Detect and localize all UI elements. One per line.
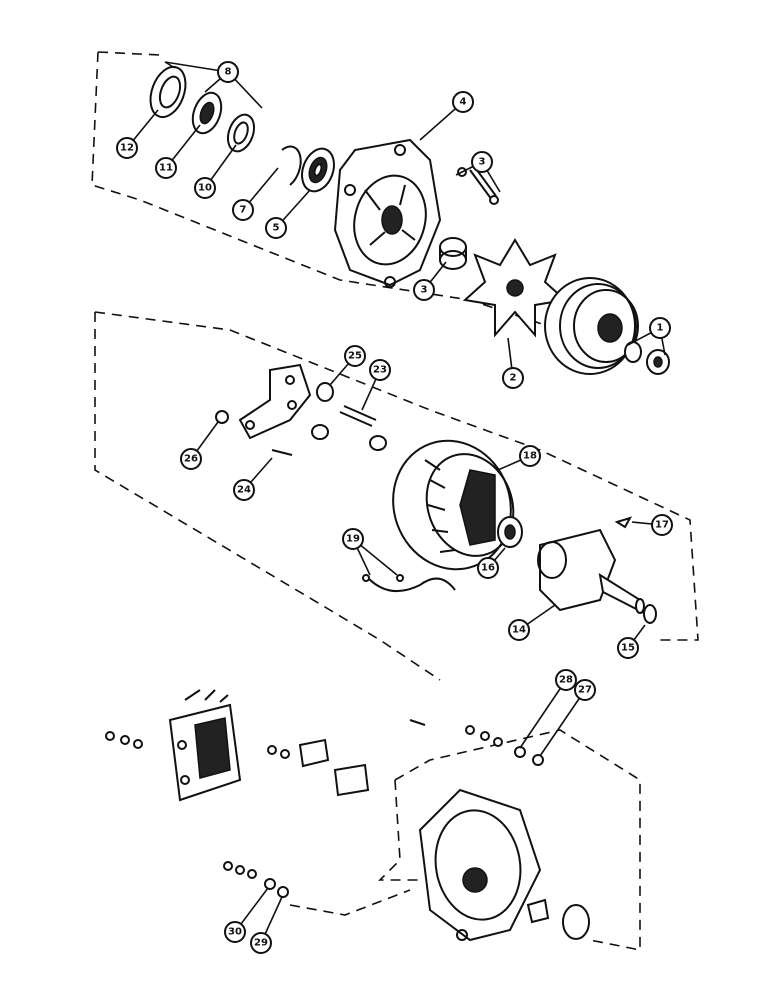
callout-16: 16 [477,557,499,579]
bracket [238,363,312,440]
svg-text:19: 19 [346,534,360,545]
snap-ring-8 [281,145,302,186]
callout-14: 14 [508,619,530,641]
clip-and-screws [267,738,330,768]
nut-and-washer-1 [624,341,670,375]
stator-18 [392,439,515,571]
drive-end-group [149,65,670,375]
fan-2 [462,238,568,338]
callout-1: 1 [649,317,671,339]
seal-12 [149,65,187,119]
svg-text:7: 7 [240,205,247,216]
svg-text:25: 25 [348,351,362,362]
stator-rotor-group [215,363,657,624]
callout-labels: 8 12 11 10 7 5 4 3 3 2 1 25 23 26 24 18 … [116,61,673,954]
terminal-block [333,763,370,797]
plug [526,898,550,924]
svg-text:12: 12 [120,143,134,154]
callout-29: 29 [250,932,272,954]
callout-24: 24 [233,479,255,501]
svg-text:18: 18 [523,451,537,462]
callout-25: 25 [344,345,366,367]
nut-stack-30-29 [223,861,289,898]
svg-text:30: 30 [228,927,242,938]
dashed-group-outlines [91,51,699,951]
bushing-25 [316,382,334,402]
callout-15: 15 [617,637,639,659]
bearing-7 [301,147,335,193]
callout-5: 4 [452,91,474,113]
svg-text:2: 2 [510,373,517,384]
svg-text:3: 3 [421,285,428,296]
svg-text:11: 11 [159,163,173,174]
callout-11: 11 [155,157,177,179]
ring-15 [643,604,657,624]
svg-text:23: 23 [373,365,387,376]
svg-text:4: 4 [460,97,467,108]
callout-23: 23 [369,359,391,381]
svg-text:1: 1 [657,323,664,334]
svg-text:27: 27 [578,685,592,696]
small-screw [409,719,426,726]
key-17 [614,516,633,529]
rotor-14 [537,528,645,614]
callout-2: 2 [502,367,524,389]
svg-text:16: 16 [481,563,495,574]
svg-text:26: 26 [184,454,198,465]
o-ring [562,904,590,940]
screw-24 [271,449,293,456]
svg-text:3: 3 [479,157,486,168]
svg-text:5: 5 [273,223,280,234]
callout-18: 18 [519,445,541,467]
callout-4: 3 [471,151,493,173]
callout-10: 10 [194,177,216,199]
regulator [168,689,242,802]
end-housing [418,788,542,942]
callout-27: 27 [574,679,596,701]
callout-30: 30 [224,921,246,943]
pulley [544,277,639,375]
callout-3: 3 [413,279,435,301]
callout-12: 12 [116,137,138,159]
screw-23 [339,405,377,427]
callout-17: 17 [651,514,673,536]
nut-26 [215,410,229,424]
bearing-16 [497,516,523,548]
callout-7: 5 [265,217,287,239]
svg-text:24: 24 [237,485,251,496]
svg-text:28: 28 [559,675,573,686]
callout-26: 26 [180,448,202,470]
washer-10 [226,113,256,153]
callout-9: 8 [217,61,239,83]
callout-8: 7 [232,199,254,221]
svg-text:10: 10 [198,183,212,194]
regulator-screw-set [105,731,143,749]
callout-28: 28 [555,669,577,691]
seal-11 [191,91,223,135]
svg-text:14: 14 [512,625,526,636]
svg-text:15: 15 [621,643,635,654]
housing-5 [333,138,442,288]
svg-text:17: 17 [655,520,669,531]
lead-wires-19 [367,577,456,593]
slip-ring-end-group [105,689,590,942]
svg-text:29: 29 [254,938,268,949]
spacer-3 [439,237,467,270]
callout-19: 19 [342,528,364,550]
nut-stack-28-27 [465,725,544,766]
svg-text:8: 8 [225,67,232,78]
insulator-small [311,424,387,451]
